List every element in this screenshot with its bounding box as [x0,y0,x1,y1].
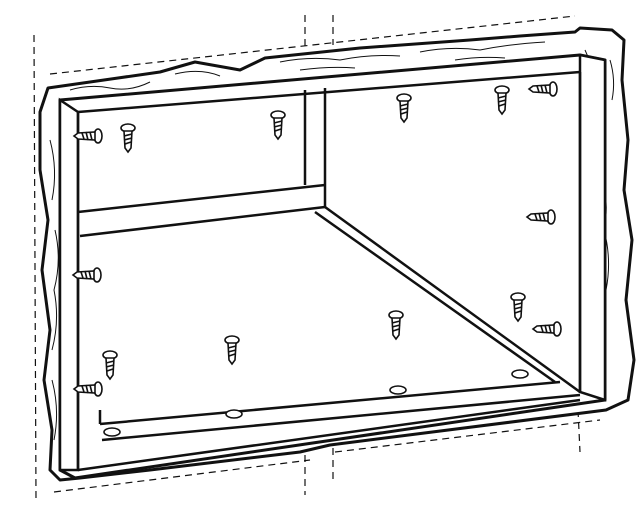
mounting-hole-icon [103,427,121,437]
pan-head-screw-icon [120,123,136,154]
pan-head-screw-icon [72,381,103,397]
pan-head-screw-icon [510,292,526,323]
pan-head-screw-icon [531,321,562,337]
holes-group [103,369,529,437]
pan-head-screw-icon [72,128,103,144]
pan-head-screw-icon [102,350,118,381]
pan-head-screw-icon [224,335,240,366]
pan-head-screw-icon [71,267,102,283]
box-frame-top-edge [77,70,581,114]
box-frame-side-flange [578,53,607,402]
box-frame-left-flange [58,97,80,472]
pan-head-screw-icon [396,93,412,124]
mounting-hole-icon [511,369,529,379]
pan-head-screw-icon [494,85,510,116]
pan-head-screw-icon [270,110,286,141]
box-interior [76,72,582,472]
pan-head-screw-icon [527,81,558,97]
dashed-wall-lines [33,15,601,501]
mounting-hole-icon [389,385,407,395]
pan-head-screw-icon [388,310,404,341]
mounting-hole-icon [225,409,243,419]
pan-head-screw-icon [525,209,556,225]
screws-group [71,81,562,397]
